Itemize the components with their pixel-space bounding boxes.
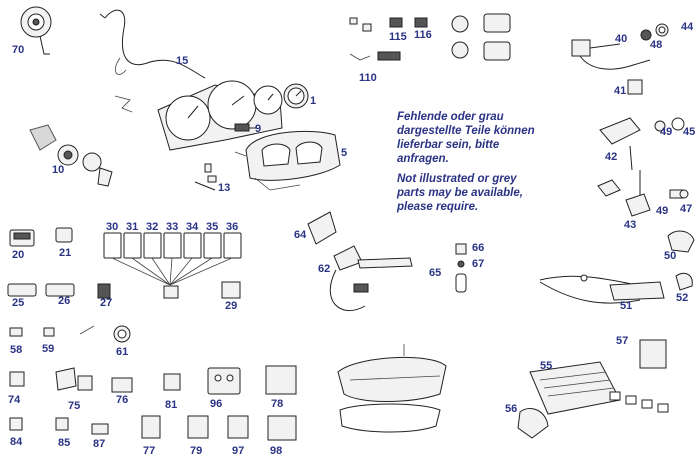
connectors-top-part: [349, 13, 511, 61]
callout-78: 78: [271, 398, 284, 410]
callout-64: 64: [294, 229, 307, 241]
callout-87: 87: [93, 438, 106, 450]
callout-58: 58: [10, 344, 23, 356]
callout-44: 44: [681, 21, 694, 33]
bulb-socket-part: [194, 163, 217, 191]
callout-70: 70: [12, 44, 25, 56]
oil-pan-part: [337, 344, 447, 433]
cable-assembly-part: [539, 272, 693, 304]
callout-61: 61: [116, 346, 129, 358]
callout-79: 79: [190, 445, 203, 457]
light-switch-part: [599, 117, 685, 171]
callout-66: 66: [472, 242, 485, 254]
callout-36: 36: [226, 221, 239, 233]
note-german-line-2: dargestellte Teile können: [397, 125, 535, 137]
relay-41-part: [627, 79, 643, 95]
callout-62: 62: [318, 263, 331, 275]
callout-85: 85: [58, 437, 71, 449]
bulb-holder-part: [234, 123, 256, 132]
availability-note-german: Fehlende oder grau dargestellte Teile kö…: [397, 110, 535, 166]
relays-row1-part: [9, 365, 297, 395]
switches-left-part: [7, 227, 111, 299]
callout-98: 98: [270, 445, 283, 457]
callout-65: 65: [429, 267, 442, 279]
callout-20: 20: [12, 249, 25, 261]
callout-35: 35: [206, 221, 219, 233]
callout-49b: 49: [656, 205, 669, 217]
callout-1: 1: [310, 95, 317, 107]
fuse-box-part: [517, 339, 669, 439]
callout-55: 55: [540, 360, 553, 372]
callout-45: 45: [683, 126, 696, 138]
callout-57: 57: [616, 335, 629, 347]
callout-48: 48: [650, 39, 663, 51]
bulb-assembly-part: [455, 243, 467, 293]
callout-32: 32: [146, 221, 159, 233]
switch-43-part: [597, 170, 689, 217]
switch-50-part: [667, 230, 695, 253]
horn-part: [20, 6, 52, 55]
cluster-housing-part: [234, 130, 341, 191]
callout-59: 59: [42, 343, 55, 355]
callout-74: 74: [8, 394, 21, 406]
callout-21: 21: [59, 247, 72, 259]
callout-84: 84: [10, 436, 23, 448]
callout-9: 9: [255, 123, 262, 135]
callout-51: 51: [620, 300, 633, 312]
callout-33: 33: [166, 221, 179, 233]
relays-row2-part: [9, 415, 297, 441]
callout-52: 52: [676, 292, 689, 304]
speedometer-cable-part: [99, 9, 206, 79]
callout-5: 5: [341, 147, 348, 159]
callout-41: 41: [614, 85, 627, 97]
callout-29: 29: [225, 300, 238, 312]
switch-faces-part: [103, 232, 242, 299]
callout-31: 31: [126, 221, 139, 233]
callout-47: 47: [680, 203, 693, 215]
ignition-switch-part: [29, 124, 113, 187]
callout-13: 13: [218, 182, 231, 194]
note-german-line-3: lieferbar sein, bitte: [397, 139, 500, 151]
callout-15: 15: [176, 55, 189, 67]
callout-50: 50: [664, 250, 677, 262]
switch-right-top-part: [571, 23, 669, 70]
callout-115: 115: [389, 31, 407, 43]
callout-40: 40: [615, 33, 628, 45]
callout-97: 97: [232, 445, 245, 457]
availability-note-english: Not illustrated or grey parts may be ava…: [397, 172, 523, 214]
note-german-line-1: Fehlende oder grau: [397, 111, 504, 123]
callout-10: 10: [52, 164, 65, 176]
note-german-line-4: anfragen.: [397, 153, 449, 165]
note-english-line-3: please require.: [397, 201, 479, 213]
callout-49a: 49: [660, 126, 673, 138]
callout-110: 110: [359, 72, 377, 84]
steering-stalk-part: [307, 211, 413, 312]
small-connectors-part: [9, 325, 131, 343]
callout-67: 67: [472, 258, 485, 270]
callout-42: 42: [605, 151, 618, 163]
callout-77: 77: [143, 445, 156, 457]
callout-43: 43: [624, 219, 637, 231]
callout-26: 26: [58, 295, 71, 307]
callout-81: 81: [165, 399, 178, 411]
callout-30: 30: [106, 221, 119, 233]
callout-25: 25: [12, 297, 25, 309]
gauge-part: [283, 83, 309, 109]
callout-76: 76: [116, 394, 129, 406]
callout-116: 116: [414, 29, 432, 41]
callout-27: 27: [100, 297, 113, 309]
note-english-line-1: Not illustrated or grey: [397, 173, 517, 185]
note-english-line-2: parts may be available,: [397, 187, 523, 199]
callout-56: 56: [505, 403, 518, 415]
callout-34: 34: [186, 221, 199, 233]
callout-96: 96: [210, 398, 223, 410]
callout-75: 75: [68, 400, 81, 412]
instrument-gauges-part: [114, 80, 283, 151]
